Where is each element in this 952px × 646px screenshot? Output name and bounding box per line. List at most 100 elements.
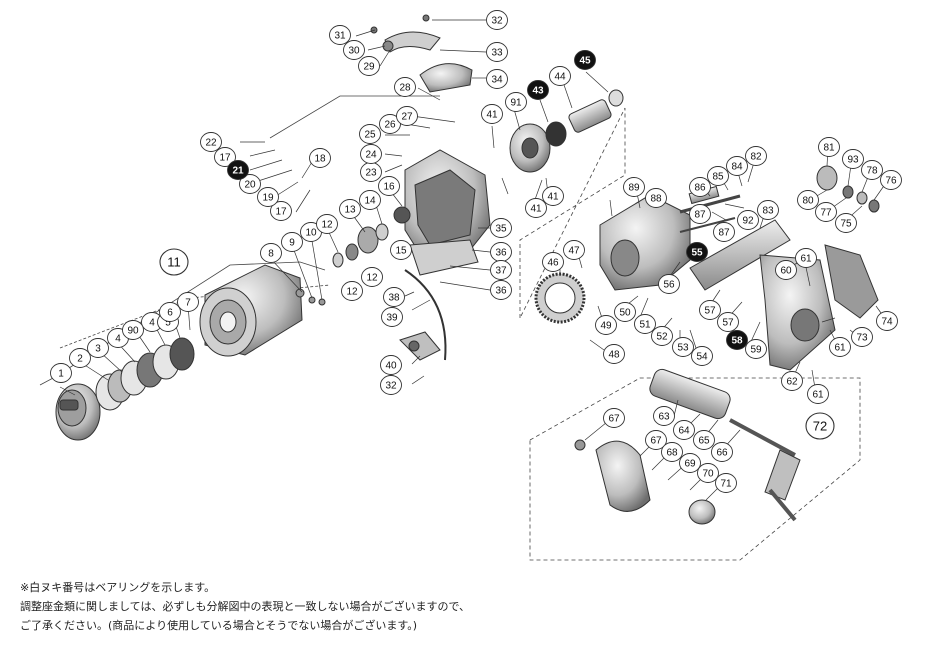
callout-circle [359,190,381,210]
callout-67: 67 [645,430,667,450]
callout-circle [679,453,701,473]
callout-circle [381,307,403,327]
callout-2: 2 [69,348,91,368]
callout-circle [653,406,675,426]
callout-circle [281,232,303,252]
callout-number: 4 [149,318,155,329]
callout-number: 37 [495,266,507,277]
callout-number: 91 [510,98,522,109]
callout-64: 64 [673,420,695,440]
callout-number: 27 [401,112,413,123]
callout-circle [329,25,351,45]
callout-89: 89 [623,177,645,197]
callout-circle [651,326,673,346]
callout-circle [394,77,416,97]
callout-number: 83 [762,206,774,217]
callout-number: 41 [530,204,542,215]
callout-circle [880,170,902,190]
callout-27: 27 [396,106,418,126]
callout-63: 63 [653,406,675,426]
callout-circle [645,430,667,450]
pinion-washers-part [332,223,389,268]
callout-number: 38 [388,293,400,304]
bail-wire-part [404,269,447,361]
callout-17: 17 [270,201,292,221]
callout-circle [359,124,381,144]
callout-circle [713,222,735,242]
callout-number: 93 [847,155,859,166]
callout-23: 23 [360,162,382,182]
callout-circle [726,156,748,176]
callout-number: 63 [658,412,670,423]
callout-76: 76 [880,170,902,190]
callout-circle [686,242,708,262]
callout-circle [781,371,803,391]
oscillation-slider-part [689,219,791,291]
callout-circle [341,281,363,301]
callout-number: 17 [219,153,231,164]
callout-circle [672,337,694,357]
callout-number: 12 [346,287,358,298]
callout-77: 77 [815,202,837,222]
callout-number: 76 [885,176,897,187]
callout-85: 85 [707,166,729,186]
callout-90: 90 [122,320,144,340]
callout-circle [227,160,249,180]
callout-number: 14 [364,196,376,207]
callout-1: 1 [50,363,72,383]
callout-30: 30 [343,40,365,60]
callout-number: 54 [696,352,708,363]
callout-circle [486,42,508,62]
callout-number: 24 [365,150,377,161]
callout-circle [842,149,864,169]
callout-17: 17 [214,147,236,167]
callout-circle [717,312,739,332]
callout-number: 8 [268,249,274,260]
bearing-callout-45: 45 [574,50,596,70]
callout-circle [861,160,883,180]
pinion-gear-part [509,89,624,173]
callout-9: 9 [281,232,303,252]
washer-note-line-2: ご了承ください。(商品により使用している場合とそうでない場合がございます。) [20,619,418,632]
callout-number: 2 [77,354,83,365]
callout-number: 56 [663,280,675,291]
callout-50: 50 [614,302,636,322]
callout-number: 81 [823,143,835,154]
callout-circle [177,292,199,312]
callout-number: 58 [731,336,743,347]
callout-33: 33 [486,42,508,62]
callout-circle [549,66,571,86]
callout-40: 40 [380,355,402,375]
callout-48: 48 [603,344,625,364]
callout-circle [390,240,412,260]
callout-20: 20 [239,174,261,194]
callout-number: 61 [800,254,812,265]
callout-circle [361,267,383,287]
callout-number: 70 [702,469,714,480]
callout-circle [122,320,144,340]
callout-18: 18 [309,148,331,168]
assembly-callout-11: 11 [159,248,189,276]
callout-number: 19 [262,193,274,204]
body-housing-part [599,194,691,291]
callout-32: 32 [380,375,402,395]
callout-number: 61 [812,390,824,401]
callout-circle [50,363,72,383]
callout-circle [707,166,729,186]
callout-circle [603,408,625,428]
callout-number: 18 [314,154,326,165]
callout-78: 78 [861,160,883,180]
callout-number: 43 [532,86,544,97]
callout-37: 37 [490,260,512,280]
callout-number: 72 [813,419,827,434]
callout-91: 91 [505,92,527,112]
callout-circle [691,346,713,366]
callout-59: 59 [745,339,767,359]
callout-circle [745,339,767,359]
callout-7: 7 [177,292,199,312]
callout-number: 57 [722,318,734,329]
callout-number: 6 [167,308,173,319]
callout-circle [876,311,898,331]
callout-number: 59 [750,345,762,356]
